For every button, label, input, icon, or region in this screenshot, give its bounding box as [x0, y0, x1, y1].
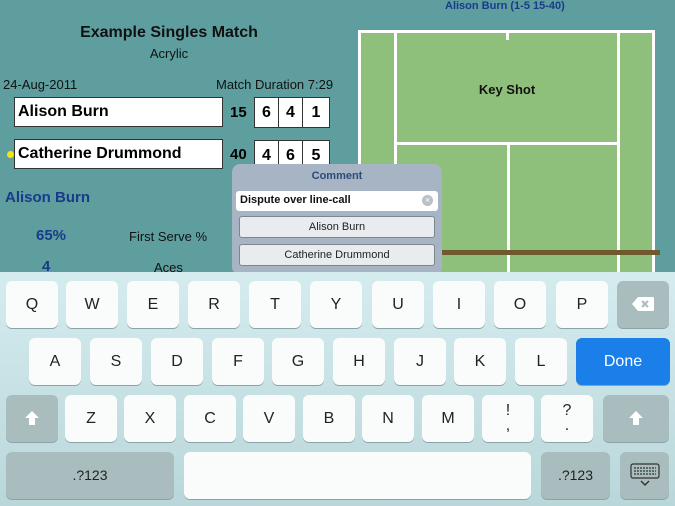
match-title: Example Singles Match [80, 24, 258, 41]
stat-label-first-serve: First Serve % [129, 229, 208, 244]
backspace-icon [632, 297, 654, 311]
key-n[interactable]: N [362, 395, 414, 442]
key-r[interactable]: R [188, 281, 240, 328]
key-b[interactable]: B [303, 395, 355, 442]
player-1-name[interactable]: Alison Burn [14, 97, 223, 127]
option-catherine-drummond[interactable]: Catherine Drummond [239, 244, 435, 266]
keyboard-hide-icon [629, 463, 660, 486]
option-alison-burn[interactable]: Alison Burn [239, 216, 435, 238]
key-c[interactable]: C [184, 395, 236, 442]
key-d[interactable]: D [151, 338, 203, 385]
backspace-key[interactable] [617, 281, 669, 328]
key-k[interactable]: K [454, 338, 506, 385]
key-shot-label: Key Shot [478, 82, 536, 97]
player-1-set-2: 4 [278, 97, 303, 128]
key-m[interactable]: M [422, 395, 474, 442]
key-v[interactable]: V [243, 395, 295, 442]
key-y[interactable]: Y [310, 281, 362, 328]
key-f[interactable]: F [212, 338, 264, 385]
stat-label-aces: Aces [154, 260, 183, 275]
space-key[interactable] [184, 452, 531, 499]
player-1-set-1: 6 [254, 97, 279, 128]
player-2-points: 40 [230, 146, 247, 163]
key-z[interactable]: Z [65, 395, 117, 442]
key-a[interactable]: A [29, 338, 81, 385]
match-date: 24-Aug-2011 [3, 77, 78, 92]
key-s[interactable]: S [90, 338, 142, 385]
keyboard: Q W E R T Y U I O P A S D F G H J K L Do… [0, 272, 675, 506]
key-question-period[interactable]: ? . [541, 395, 593, 442]
clear-icon[interactable]: × [422, 195, 433, 206]
key-exclamation-comma[interactable]: ! , [482, 395, 534, 442]
comment-popover: Comment Dispute over line-call × Alison … [232, 164, 442, 275]
hide-keyboard-key[interactable] [620, 452, 669, 499]
stats-player-name: Alison Burn [5, 189, 90, 206]
key-l[interactable]: L [515, 338, 567, 385]
key-comma: , [505, 417, 511, 434]
key-i[interactable]: I [433, 281, 485, 328]
comment-input[interactable]: Dispute over line-call × [236, 191, 438, 211]
key-e[interactable]: E [127, 281, 179, 328]
done-button[interactable]: Done [576, 338, 670, 385]
key-w[interactable]: W [66, 281, 118, 328]
key-exclamation: ! [505, 402, 511, 419]
numbers-key-right[interactable]: .?123 [541, 452, 610, 499]
key-h[interactable]: H [333, 338, 385, 385]
key-period: . [564, 417, 570, 434]
key-t[interactable]: T [249, 281, 301, 328]
player-1-set-3: 1 [302, 97, 330, 128]
shift-key-left[interactable] [6, 395, 58, 442]
key-u[interactable]: U [372, 281, 424, 328]
court-net [442, 250, 660, 255]
key-p[interactable]: P [556, 281, 608, 328]
comment-input-value: Dispute over line-call [240, 194, 351, 206]
match-surface: Acrylic [149, 46, 189, 61]
player-1-points: 15 [230, 104, 247, 121]
key-x[interactable]: X [124, 395, 176, 442]
numbers-key-left[interactable]: .?123 [6, 452, 174, 499]
shift-key-right[interactable] [603, 395, 669, 442]
match-duration: Match Duration 7:29 [216, 77, 334, 92]
stat-value-aces: 4 [42, 258, 51, 275]
shift-icon [25, 411, 39, 425]
comment-title: Comment [311, 170, 363, 182]
key-g[interactable]: G [272, 338, 324, 385]
court-header: Alison Burn (1-5 15-40) [445, 0, 565, 12]
shift-icon [629, 411, 643, 425]
serving-indicator-icon [7, 151, 14, 158]
key-o[interactable]: O [494, 281, 546, 328]
key-j[interactable]: J [394, 338, 446, 385]
key-q[interactable]: Q [6, 281, 58, 328]
stat-value-first-serve: 65% [36, 227, 67, 244]
player-2-name[interactable]: Catherine Drummond [14, 139, 223, 169]
key-question: ? [562, 402, 572, 419]
